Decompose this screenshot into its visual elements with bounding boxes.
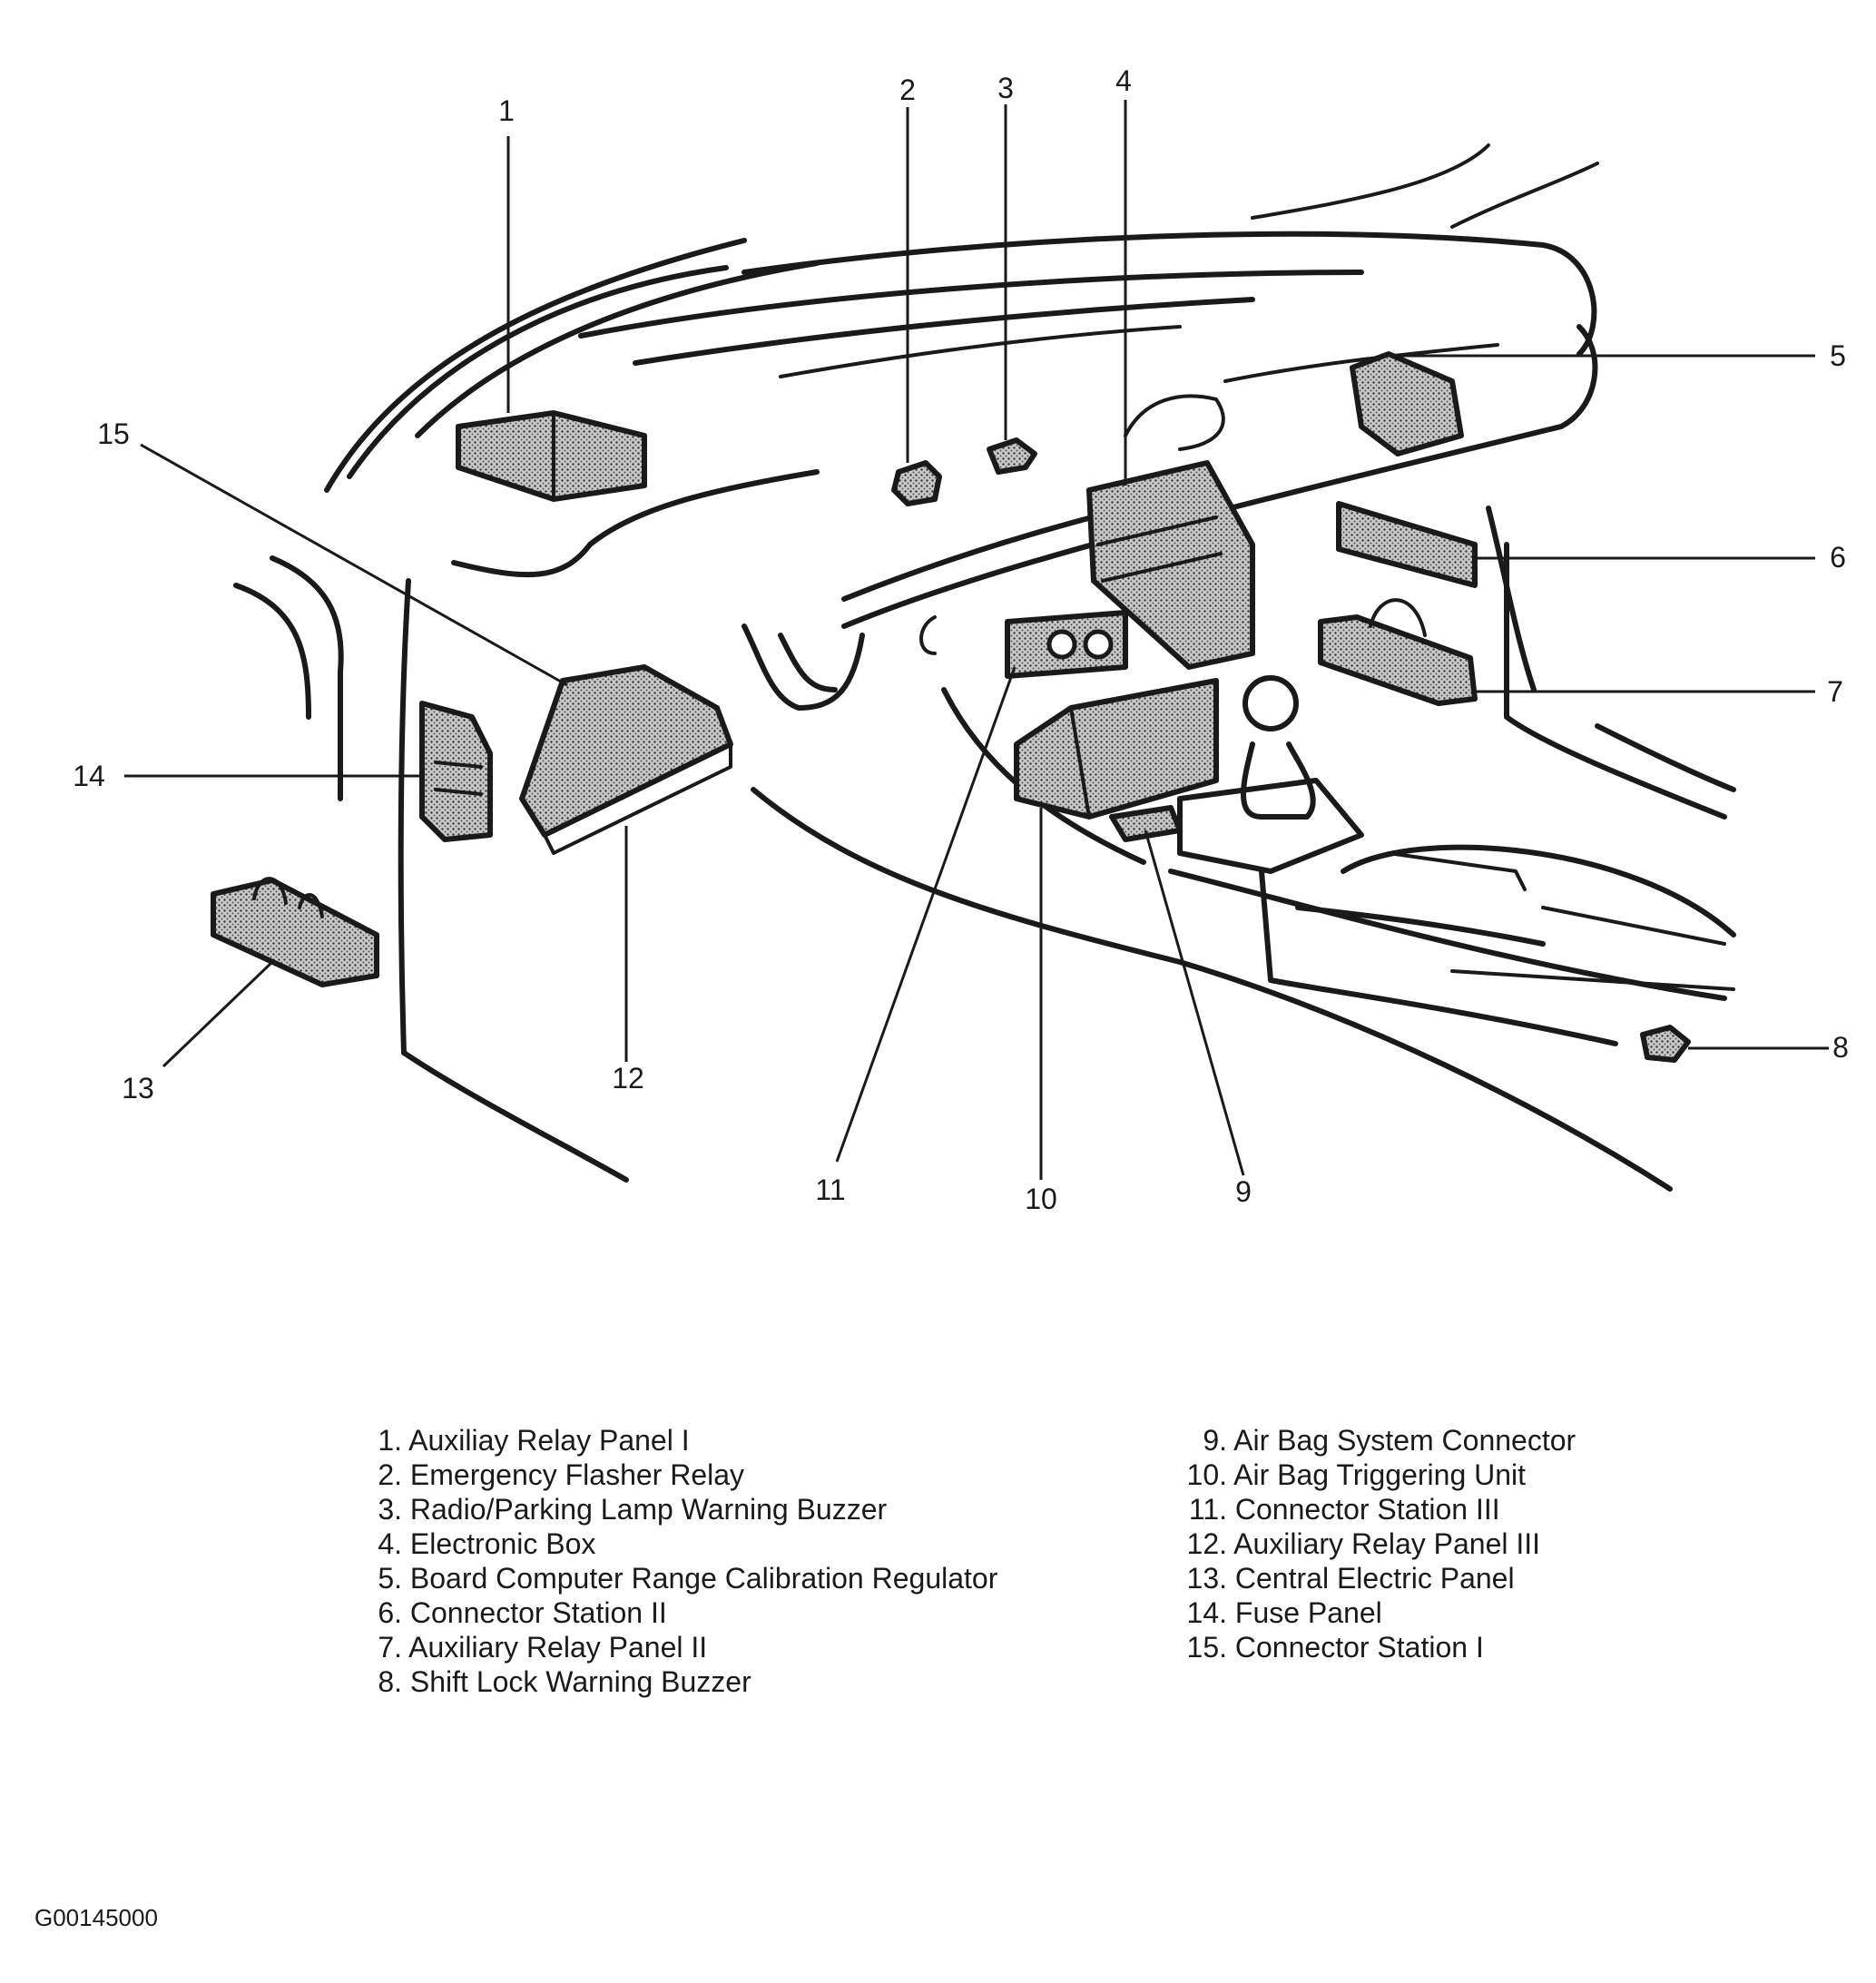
callout-1: 1 [498, 94, 515, 127]
figure-code: G00145000 [34, 1904, 158, 1931]
air-bag-triggering-unit-shape [1014, 678, 1219, 820]
legend-text: Auxiliary Relay Panel III [1233, 1527, 1541, 1560]
board-computer-regulator-shape [1350, 351, 1464, 456]
legend-text: Central Electric Panel [1234, 1562, 1515, 1595]
legend-item-1: 1. Auxiliay Relay Panel I [368, 1423, 997, 1458]
legend-text: Shift Lock Warning Buzzer [409, 1665, 751, 1698]
callout-3: 3 [997, 72, 1014, 104]
legend-number: 7. [378, 1631, 402, 1664]
callout-15: 15 [97, 417, 130, 450]
legend-text: Electronic Box [409, 1527, 596, 1560]
callout-5: 5 [1830, 339, 1846, 372]
legend-item-15: 15. Connector Station I [1175, 1630, 1576, 1664]
legend-item-12: 12. Auxiliary Relay Panel III [1175, 1527, 1576, 1561]
legend-text: Air Bag Triggering Unit [1233, 1458, 1527, 1491]
legend-item-4: 4. Electronic Box [368, 1527, 997, 1561]
legend-text: Connector Station I [1234, 1631, 1484, 1664]
legend-number: 3. [378, 1493, 402, 1526]
legend-item-13: 13. Central Electric Panel [1175, 1561, 1576, 1595]
legend-item-14: 14. Fuse Panel [1175, 1595, 1576, 1630]
legend-text: Auxiliary Relay Panel II [408, 1631, 708, 1664]
legend-number: 1. [378, 1424, 402, 1457]
leader-lines [124, 100, 1829, 1180]
legend-item-7: 7. Auxiliary Relay Panel II [368, 1630, 997, 1664]
connector-station-3-shape [1005, 610, 1128, 679]
legend-number: 11. [1188, 1493, 1227, 1526]
legend-text: Auxiliay Relay Panel I [408, 1424, 690, 1457]
legend-text: Emergency Flasher Relay [409, 1458, 745, 1491]
callout-2: 2 [899, 74, 916, 106]
legend-item-2: 2. Emergency Flasher Relay [368, 1458, 997, 1492]
connector-station-2-shape [1336, 501, 1478, 588]
legend-number: 9. [1203, 1424, 1227, 1457]
legend-number: 6. [378, 1596, 402, 1629]
fuse-panel-shape [419, 701, 493, 842]
dashboard-line-art [233, 143, 1736, 1192]
auxiliary-relay-panel-2-shape [1318, 598, 1478, 706]
legend-left-column: 1. Auxiliay Relay Panel I 2. Emergency F… [368, 1423, 997, 1699]
legend-item-6: 6. Connector Station II [368, 1595, 997, 1630]
legend-number: 2. [378, 1458, 402, 1491]
emergency-flasher-relay-shape [891, 460, 942, 506]
callout-13: 13 [122, 1072, 154, 1104]
legend-number: 8. [378, 1665, 402, 1698]
callout-11: 11 [815, 1173, 845, 1206]
radio-parking-lamp-buzzer-shape [987, 437, 1037, 475]
callout-4: 4 [1115, 64, 1132, 97]
callout-8: 8 [1832, 1031, 1849, 1064]
legend-item-5: 5. Board Computer Range Calibration Regu… [368, 1561, 997, 1595]
legend-item-9: 9. Air Bag System Connector [1175, 1423, 1576, 1458]
legend-number: 15. [1186, 1631, 1227, 1664]
legend-text: Connector Station III [1234, 1493, 1500, 1526]
shift-lock-buzzer-shape [1640, 1025, 1691, 1063]
dashboard-component-locator-diagram: 1 2 3 4 5 6 7 8 9 10 11 12 13 14 15 [73, 64, 1849, 1215]
legend-number: 12. [1186, 1527, 1227, 1560]
legend-item-10: 10. Air Bag Triggering Unit [1175, 1458, 1576, 1492]
callout-numbers: 1 2 3 4 5 6 7 8 9 10 11 12 13 14 15 [73, 64, 1849, 1215]
legend-number: 4. [378, 1527, 402, 1560]
legend-number: 10. [1186, 1458, 1227, 1491]
legend-text: Air Bag System Connector [1233, 1424, 1576, 1457]
legend-number: 5. [378, 1562, 402, 1595]
legend-item-11: 11. Connector Station III [1175, 1492, 1576, 1527]
electronic-box-shape [1086, 460, 1255, 670]
legend-number: 14. [1186, 1596, 1227, 1629]
callout-10: 10 [1025, 1183, 1057, 1215]
legend-right-column: 9. Air Bag System Connector 10. Air Bag … [1175, 1423, 1576, 1664]
callout-7: 7 [1827, 675, 1843, 708]
auxiliary-relay-panel-3-shape [519, 664, 733, 855]
callout-6: 6 [1830, 541, 1846, 574]
auxiliary-relay-panel-1-shape [456, 410, 647, 502]
callout-14: 14 [73, 760, 105, 792]
callout-12: 12 [612, 1062, 644, 1095]
air-bag-connector-shape [1109, 805, 1183, 842]
legend-item-3: 3. Radio/Parking Lamp Warning Buzzer [368, 1492, 997, 1527]
legend-text: Fuse Panel [1234, 1596, 1382, 1629]
legend-item-8: 8. Shift Lock Warning Buzzer [368, 1664, 997, 1699]
central-electric-panel-shape [211, 877, 379, 987]
legend-number: 13. [1186, 1562, 1227, 1595]
legend-text: Radio/Parking Lamp Warning Buzzer [409, 1493, 888, 1526]
legend-text: Connector Station II [409, 1596, 667, 1629]
legend-text: Board Computer Range Calibration Regulat… [409, 1562, 998, 1595]
callout-9: 9 [1235, 1175, 1252, 1208]
